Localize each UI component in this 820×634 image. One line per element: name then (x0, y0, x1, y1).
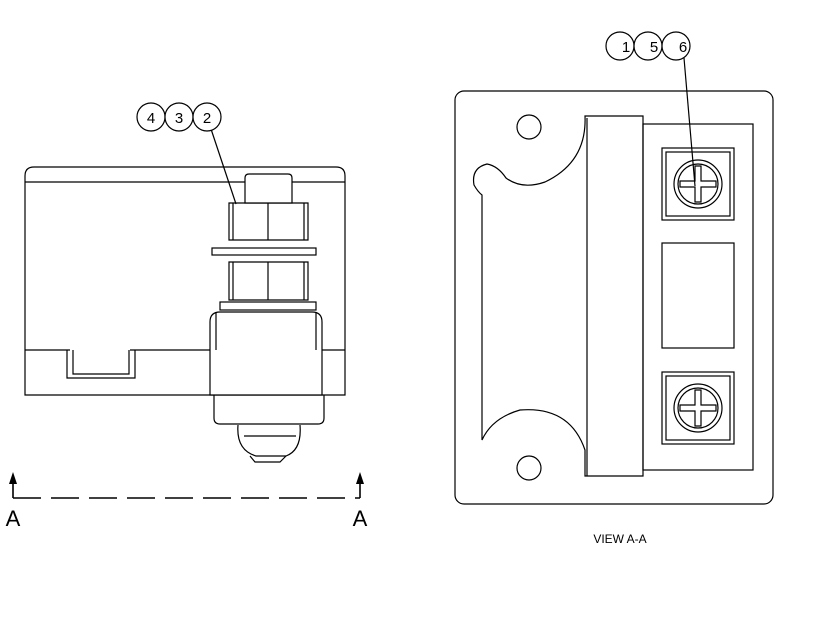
section-marker-right: A (353, 506, 368, 531)
mounting-hole-bottom (516, 455, 542, 481)
screw-head-rim (677, 387, 719, 429)
callout-4: 4 (147, 110, 155, 127)
callout-6: 6 (679, 39, 687, 56)
arrow-up-icon (9, 472, 17, 484)
mounting-hole-top (516, 114, 542, 140)
callout-2: 2 (203, 110, 211, 127)
leader-line-left (210, 128, 237, 205)
phillips-cross-icon (679, 389, 717, 427)
screw-head-top (673, 159, 723, 209)
terminal-window (661, 242, 735, 349)
stud-top (244, 173, 293, 204)
cutout-profile (472, 115, 644, 477)
screw-pad-bottom (661, 371, 735, 445)
washer-lower (219, 301, 317, 311)
leader-line-right (683, 57, 696, 187)
screw-pad-inner (665, 375, 731, 441)
callout-group-right: 1 5 6 (605, 31, 691, 61)
callout-bubble (661, 31, 691, 61)
bottom-fitting (213, 395, 325, 425)
callout-group-left: 4 3 2 (136, 102, 222, 132)
callout-5: 5 (650, 39, 658, 56)
section-line: A A (6, 472, 368, 531)
screw-pad-top (661, 147, 735, 221)
plate-outline (454, 90, 774, 505)
screw-pad-inner (665, 151, 731, 217)
phillips-cross-icon (679, 165, 717, 203)
bottom-cap (237, 424, 301, 457)
bottom-tip (249, 455, 287, 463)
terminal-boss (209, 311, 323, 396)
screw-head-bottom (673, 383, 723, 433)
section-marker-left: A (6, 506, 21, 531)
screw-head-rim (677, 163, 719, 205)
side-view (24, 128, 346, 463)
arrow-up-icon (356, 472, 364, 484)
side-view-body (24, 166, 346, 396)
callout-1: 1 (622, 39, 630, 56)
side-view-slot (66, 350, 136, 379)
terminal-block (642, 123, 754, 471)
view-label: VIEW A-A (593, 532, 646, 546)
washer-upper (211, 247, 317, 256)
callout-3: 3 (175, 110, 183, 127)
callout-bubble (192, 102, 222, 132)
view-a-a (454, 57, 774, 505)
